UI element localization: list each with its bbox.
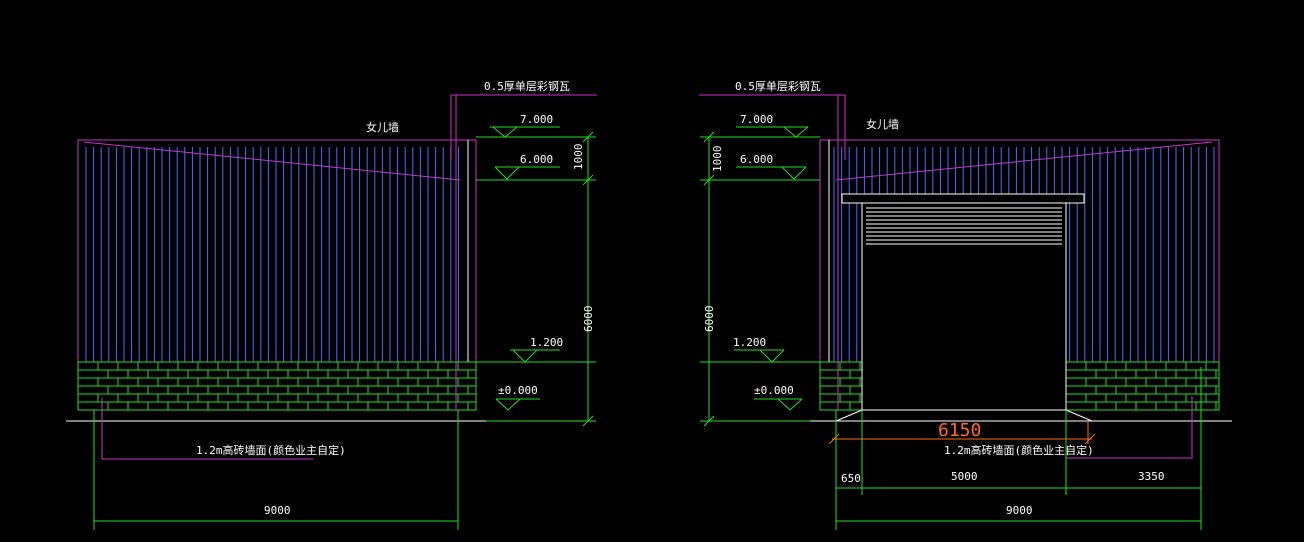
left-brick-outline <box>77 361 477 411</box>
right-siding-panels <box>833 147 1215 362</box>
right-brick-note-leader <box>1066 396 1193 459</box>
right-elev-7-marker: 7.000 <box>700 113 820 138</box>
right-seg-5000: 5000 <box>951 470 978 483</box>
left-elev-1-2-marker: 1.200 <box>476 336 596 363</box>
door-highlight-tick <box>828 433 840 445</box>
door-highlight-tick <box>1084 433 1096 445</box>
left-siding-panels <box>85 147 459 362</box>
right-width-dim: 9000 <box>1006 504 1033 517</box>
right-brick-note: 1.2m高砖墙面(颜色业主自定) <box>944 443 1094 457</box>
left-elev-6-text: 6.000 <box>520 153 553 166</box>
left-elev-0-marker: ±0.000 <box>486 384 596 422</box>
left-dim-tick <box>582 415 594 427</box>
right-elevation: 0.5厚单层彩钢瓦 女儿墙 7.000 6.000 1.200 ±0.000 <box>699 80 1232 530</box>
left-brick-note-leader <box>101 398 313 460</box>
right-roof-callout-leader <box>699 94 846 160</box>
door-canopy <box>841 193 1085 204</box>
right-elev-7-text: 7.000 <box>740 113 773 126</box>
right-brick-base <box>820 362 1219 410</box>
right-dim-tick <box>703 174 715 186</box>
door-highlight-dim: 6150 <box>938 420 981 441</box>
rolling-door-slats <box>866 207 1062 245</box>
right-elev-6-marker: 6.000 <box>700 153 820 181</box>
right-dim-tick <box>703 131 715 143</box>
left-brick-base <box>78 362 476 410</box>
right-seg-650: 650 <box>841 472 861 485</box>
left-elev-7-marker: 7.000 <box>476 113 596 138</box>
left-elevation: 0.5厚单层彩钢瓦 女儿墙 7.000 6.000 1.200 ±0.000 <box>66 80 597 530</box>
left-elev-1-2-text: 1.200 <box>530 336 563 349</box>
left-dim-6000: 6000 <box>582 306 595 333</box>
right-roof-callout-text: 0.5厚单层彩钢瓦 <box>735 80 821 93</box>
right-dim-1000: 1000 <box>711 146 724 173</box>
left-dim-tick <box>582 174 594 186</box>
left-roof-slope-line <box>83 141 461 181</box>
right-parapet-label: 女儿墙 <box>866 117 899 131</box>
right-dim-tick <box>703 415 715 427</box>
left-width-dim: 9000 <box>264 504 291 517</box>
right-dim-6000: 6000 <box>703 306 716 333</box>
door-ramp-left <box>835 409 863 422</box>
left-dim-1000: 1000 <box>572 144 585 171</box>
door-ramp-right <box>1065 409 1093 422</box>
left-dim-tick <box>582 131 594 143</box>
left-elev-6-marker: 6.000 <box>476 153 596 181</box>
left-roof-callout-text: 0.5厚单层彩钢瓦 <box>484 80 570 93</box>
right-elev-0-marker: ±0.000 <box>700 384 810 422</box>
right-elev-6-text: 6.000 <box>740 153 773 166</box>
left-parapet-label: 女儿墙 <box>366 120 399 134</box>
left-brick-note: 1.2m高砖墙面(颜色业主自定) <box>196 443 346 457</box>
right-seg-3350: 3350 <box>1138 470 1165 483</box>
right-elev-1-2-marker: 1.200 <box>700 336 820 363</box>
left-roof-callout-leader <box>450 94 597 160</box>
left-elev-7-text: 7.000 <box>520 113 553 126</box>
rolling-door-opening <box>861 202 1067 411</box>
right-elev-1-2-text: 1.200 <box>733 336 766 349</box>
left-elev-0-text: ±0.000 <box>498 384 538 397</box>
right-elev-0-text: ±0.000 <box>754 384 794 397</box>
